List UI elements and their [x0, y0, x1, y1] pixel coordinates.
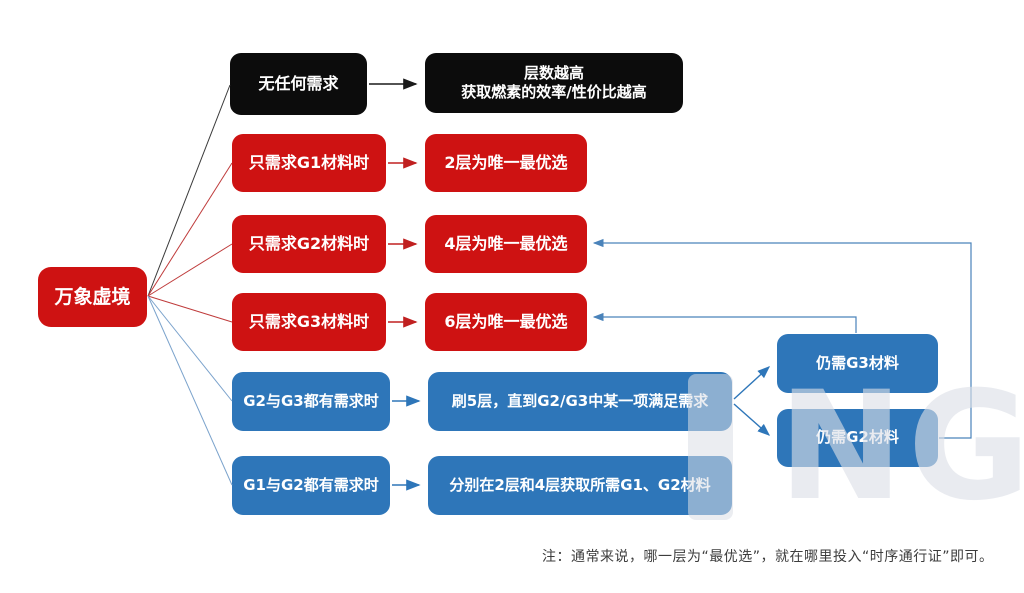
condition-label: 只需求G3材料时: [248, 311, 370, 331]
arrow-to-still-need-g3: [733, 366, 771, 400]
result-label: 刷5层，直到G2/G3中某一项满足需求: [451, 391, 709, 410]
result-node-floor2-and-floor4: 分别在2层和4层获取所需G1、G2材料: [428, 456, 732, 515]
result-label: 2层为唯一最优选: [444, 152, 568, 172]
outcome-node-still-need-g2: 仍需G2材料: [777, 409, 938, 467]
root-node-label: 万象虚境: [54, 285, 131, 308]
condition-node-only-g3: 只需求G3材料时: [232, 293, 386, 351]
condition-label: 只需求G2材料时: [248, 233, 370, 253]
result-label: 4层为唯一最优选: [444, 233, 568, 253]
condition-node-no-requirement: 无任何需求: [230, 53, 367, 115]
fan-line-root-to-g1: [147, 162, 233, 297]
condition-label: 只需求G1材料时: [248, 152, 370, 172]
fan-line-root-to-g3: [147, 295, 233, 323]
root-node: 万象虚境: [38, 267, 147, 327]
outcome-label: 仍需G2材料: [816, 428, 899, 447]
outcome-label: 仍需G3材料: [816, 353, 899, 372]
condition-node-g1-and-g2: G1与G2都有需求时: [232, 456, 390, 515]
condition-label: G2与G3都有需求时: [243, 391, 379, 410]
condition-label: 无任何需求: [258, 73, 339, 93]
result-node-farm-floor5: 刷5层，直到G2/G3中某一项满足需求: [428, 372, 732, 431]
arrow-to-still-need-g2: [733, 403, 771, 436]
fan-line-root-to-none: [147, 84, 231, 297]
result-line-2: 获取燃素的效率/性价比越高: [461, 83, 647, 101]
fan-line-root-to-g1g2: [147, 295, 233, 486]
result-line-1: 层数越高: [523, 63, 584, 82]
result-label: 分别在2层和4层获取所需G1、G2材料: [449, 475, 711, 494]
condition-label: G1与G2都有需求时: [243, 475, 379, 494]
result-node-no-requirement: 层数越高 获取燃素的效率/性价比越高: [425, 53, 683, 113]
result-node-floor6: 6层为唯一最优选: [425, 293, 587, 351]
result-node-floor2: 2层为唯一最优选: [425, 134, 587, 192]
fan-line-root-to-g2g3: [147, 295, 233, 402]
condition-node-only-g1: 只需求G1材料时: [232, 134, 386, 192]
condition-node-only-g2: 只需求G2材料时: [232, 215, 386, 273]
outcome-node-still-need-g3: 仍需G3材料: [777, 334, 938, 393]
footnote: 注：通常来说，哪一层为“最优选”，就在哪里投入“时序通行证”即可。: [542, 549, 994, 565]
condition-node-g2-and-g3: G2与G3都有需求时: [232, 372, 390, 431]
result-node-floor4: 4层为唯一最优选: [425, 215, 587, 273]
fan-line-root-to-g2: [147, 243, 233, 297]
feedback-arrow-g3-to-floor6: [592, 312, 857, 333]
result-label: 6层为唯一最优选: [444, 311, 568, 331]
